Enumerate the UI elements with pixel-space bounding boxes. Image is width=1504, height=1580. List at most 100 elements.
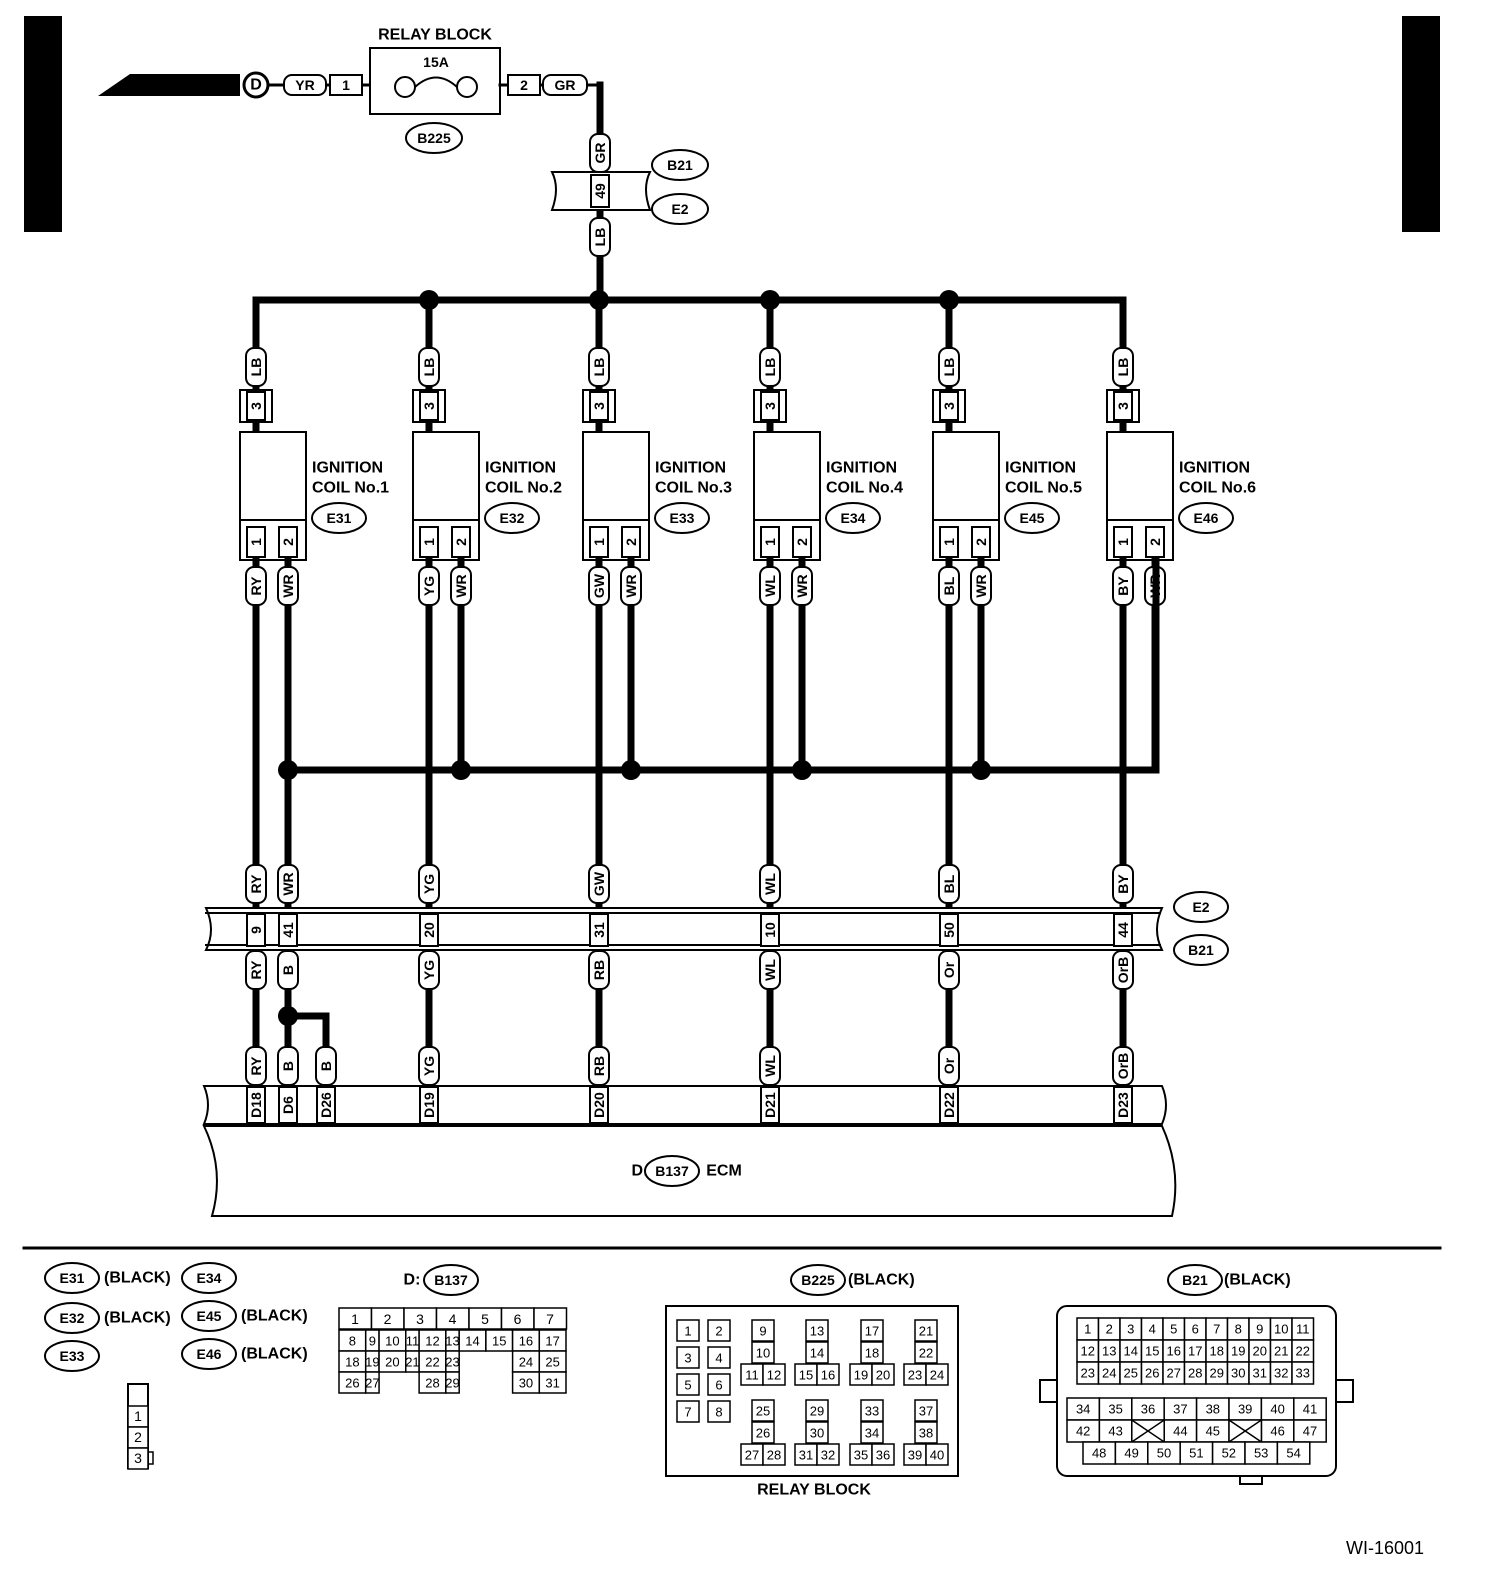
ecm-pin-2-box <box>278 1086 298 1124</box>
ecm-pin-8-box <box>1113 1086 1133 1124</box>
legend-coil-pin: 1 <box>134 1408 142 1424</box>
coil-5-pin1: 1 <box>941 538 957 546</box>
legend-b137-cell <box>538 1371 567 1394</box>
lower-wire-7-lower: Or <box>941 961 957 978</box>
lower-wire-1-pin-box <box>246 913 266 947</box>
lower-wire-7-lower-tag <box>938 950 960 990</box>
legend-b137-pin: 1 <box>351 1311 359 1327</box>
lower-wire-6-lower-tag <box>759 950 781 990</box>
legend-b21-color: (BLACK) <box>1224 1272 1291 1289</box>
trunk-pin: 49 <box>592 183 608 199</box>
legend-b21-key <box>1239 1475 1263 1485</box>
coil-1-bottom-header <box>239 519 307 561</box>
legend-b225-cell <box>805 1341 829 1364</box>
legend-b137-pin: 19 <box>365 1355 379 1370</box>
legend-b225-cell <box>707 1346 731 1369</box>
coil-5-top-pin: 3 <box>941 402 957 410</box>
legend-b225-pin: 15 <box>799 1368 813 1383</box>
ecm-wire-7: Or <box>941 1057 957 1074</box>
legend-b21-pin: 23 <box>1081 1366 1095 1381</box>
coil-4-top-wire: LB <box>762 358 778 377</box>
coil-1-name: IGNITION <box>312 460 383 477</box>
legend-coil-connector-E33: E33 <box>60 1348 85 1364</box>
coil-1-connector-oval <box>311 502 367 534</box>
feed-source: E/G-04 <box>180 77 231 94</box>
coil-3-connector-oval <box>654 502 710 534</box>
lower-wire-6-upper-tag <box>759 864 781 904</box>
lower-wire-1-upper-tag <box>245 864 267 904</box>
coil-5-name: IGNITION <box>1005 460 1076 477</box>
legend-b137-pin: 14 <box>465 1334 479 1349</box>
ecm-pin-5-box <box>589 1086 609 1124</box>
legend-b137-pin: 2 <box>384 1311 392 1327</box>
lower-wire-5-pin: 31 <box>591 922 607 938</box>
legend-b21-pin: 30 <box>1231 1366 1245 1381</box>
legend-b225-pin: 37 <box>919 1404 933 1419</box>
legend-b225-cell <box>925 1363 949 1386</box>
ecm-pin-3-box <box>316 1086 336 1124</box>
legend-b21-pin: 5 <box>1170 1322 1177 1337</box>
ecm-pin-4: D19 <box>421 1092 437 1118</box>
coil-6-connector-oval <box>1178 502 1234 534</box>
legend-b21-pin: 16 <box>1167 1344 1181 1359</box>
coil-3-wire2-tag <box>620 566 642 606</box>
coil-6-body <box>1106 431 1174 521</box>
legend-b21-pin: 12 <box>1081 1344 1095 1359</box>
coil-1-body <box>239 431 307 521</box>
coil-2-top-wire-tag <box>418 347 440 387</box>
legend-b21-pin: 22 <box>1296 1344 1310 1359</box>
legend-b225-cell <box>816 1443 840 1466</box>
legend-b225-cell <box>676 1400 700 1423</box>
top-connector-b-oval <box>651 193 709 225</box>
tab-left <box>24 16 62 232</box>
legend-b225-pin: 8 <box>715 1405 722 1420</box>
coil-6-number: COIL No.6 <box>1179 480 1256 497</box>
top-connector-a: B21 <box>667 157 693 173</box>
coil-3-number: COIL No.3 <box>655 480 732 497</box>
trunk-pin-box <box>590 174 610 208</box>
legend-b225-pin: 6 <box>715 1378 722 1393</box>
coil-3-top-pin: 3 <box>591 402 607 410</box>
legend-b21-pin: 50 <box>1157 1446 1171 1461</box>
legend-coil-connector-E31: E31 <box>60 1270 85 1286</box>
legend-b225-pin: 38 <box>919 1426 933 1441</box>
coil-2-top-wire: LB <box>421 358 437 377</box>
ecm-pin-7: D22 <box>941 1092 957 1118</box>
lower-wire-8-lower-tag <box>1112 950 1134 990</box>
legend-b225-pin: 31 <box>799 1448 813 1463</box>
legend-b137-pin: 25 <box>545 1355 559 1370</box>
lower-wire-2-upper-tag <box>277 864 299 904</box>
coil-6-pin1: 1 <box>1115 538 1131 546</box>
coil-6-top-wire: LB <box>1115 358 1131 377</box>
legend-b21-id-oval <box>1167 1264 1223 1296</box>
legend-b21-pin: 51 <box>1189 1446 1203 1461</box>
legend-b21-pin: 33 <box>1296 1366 1310 1381</box>
coil-3-wire2: WR <box>623 574 639 597</box>
relay-fuse-rating: 15A <box>423 54 449 70</box>
feed-arrow <box>98 74 240 96</box>
coil-4-number: COIL No.4 <box>826 480 903 497</box>
ecm-wire-5-tag <box>588 1046 610 1086</box>
lower-wire-6-upper: WL <box>762 873 778 895</box>
coil-6-top-pin-box <box>1113 391 1133 421</box>
legend-b225-cell <box>676 1373 700 1396</box>
legend-b225-cell <box>762 1363 786 1386</box>
legend-b21-pin: 54 <box>1286 1446 1300 1461</box>
coil-6-name: IGNITION <box>1179 460 1250 477</box>
legend-b21-pin: 48 <box>1092 1446 1106 1461</box>
ground-branch-junction <box>278 1006 298 1026</box>
coil-2-pin2: 2 <box>453 538 469 546</box>
lower-wire-5-upper: GW <box>591 871 607 896</box>
legend-b21-pin: 32 <box>1274 1366 1288 1381</box>
feed-pin: 1 <box>342 77 350 93</box>
coil-2-wire2: WR <box>453 574 469 597</box>
legend-b137-pin: 15 <box>492 1334 506 1349</box>
legend-b21-pin: 47 <box>1303 1424 1317 1439</box>
coil-2-wire1: YG <box>421 576 437 596</box>
ecm-wire-4: YG <box>421 1056 437 1076</box>
coil-3-body <box>582 431 650 521</box>
coil-4-pin1: 1 <box>762 538 778 546</box>
legend-coil-color-E45: (BLACK) <box>241 1308 308 1325</box>
relay-out-pin-box <box>507 74 541 96</box>
